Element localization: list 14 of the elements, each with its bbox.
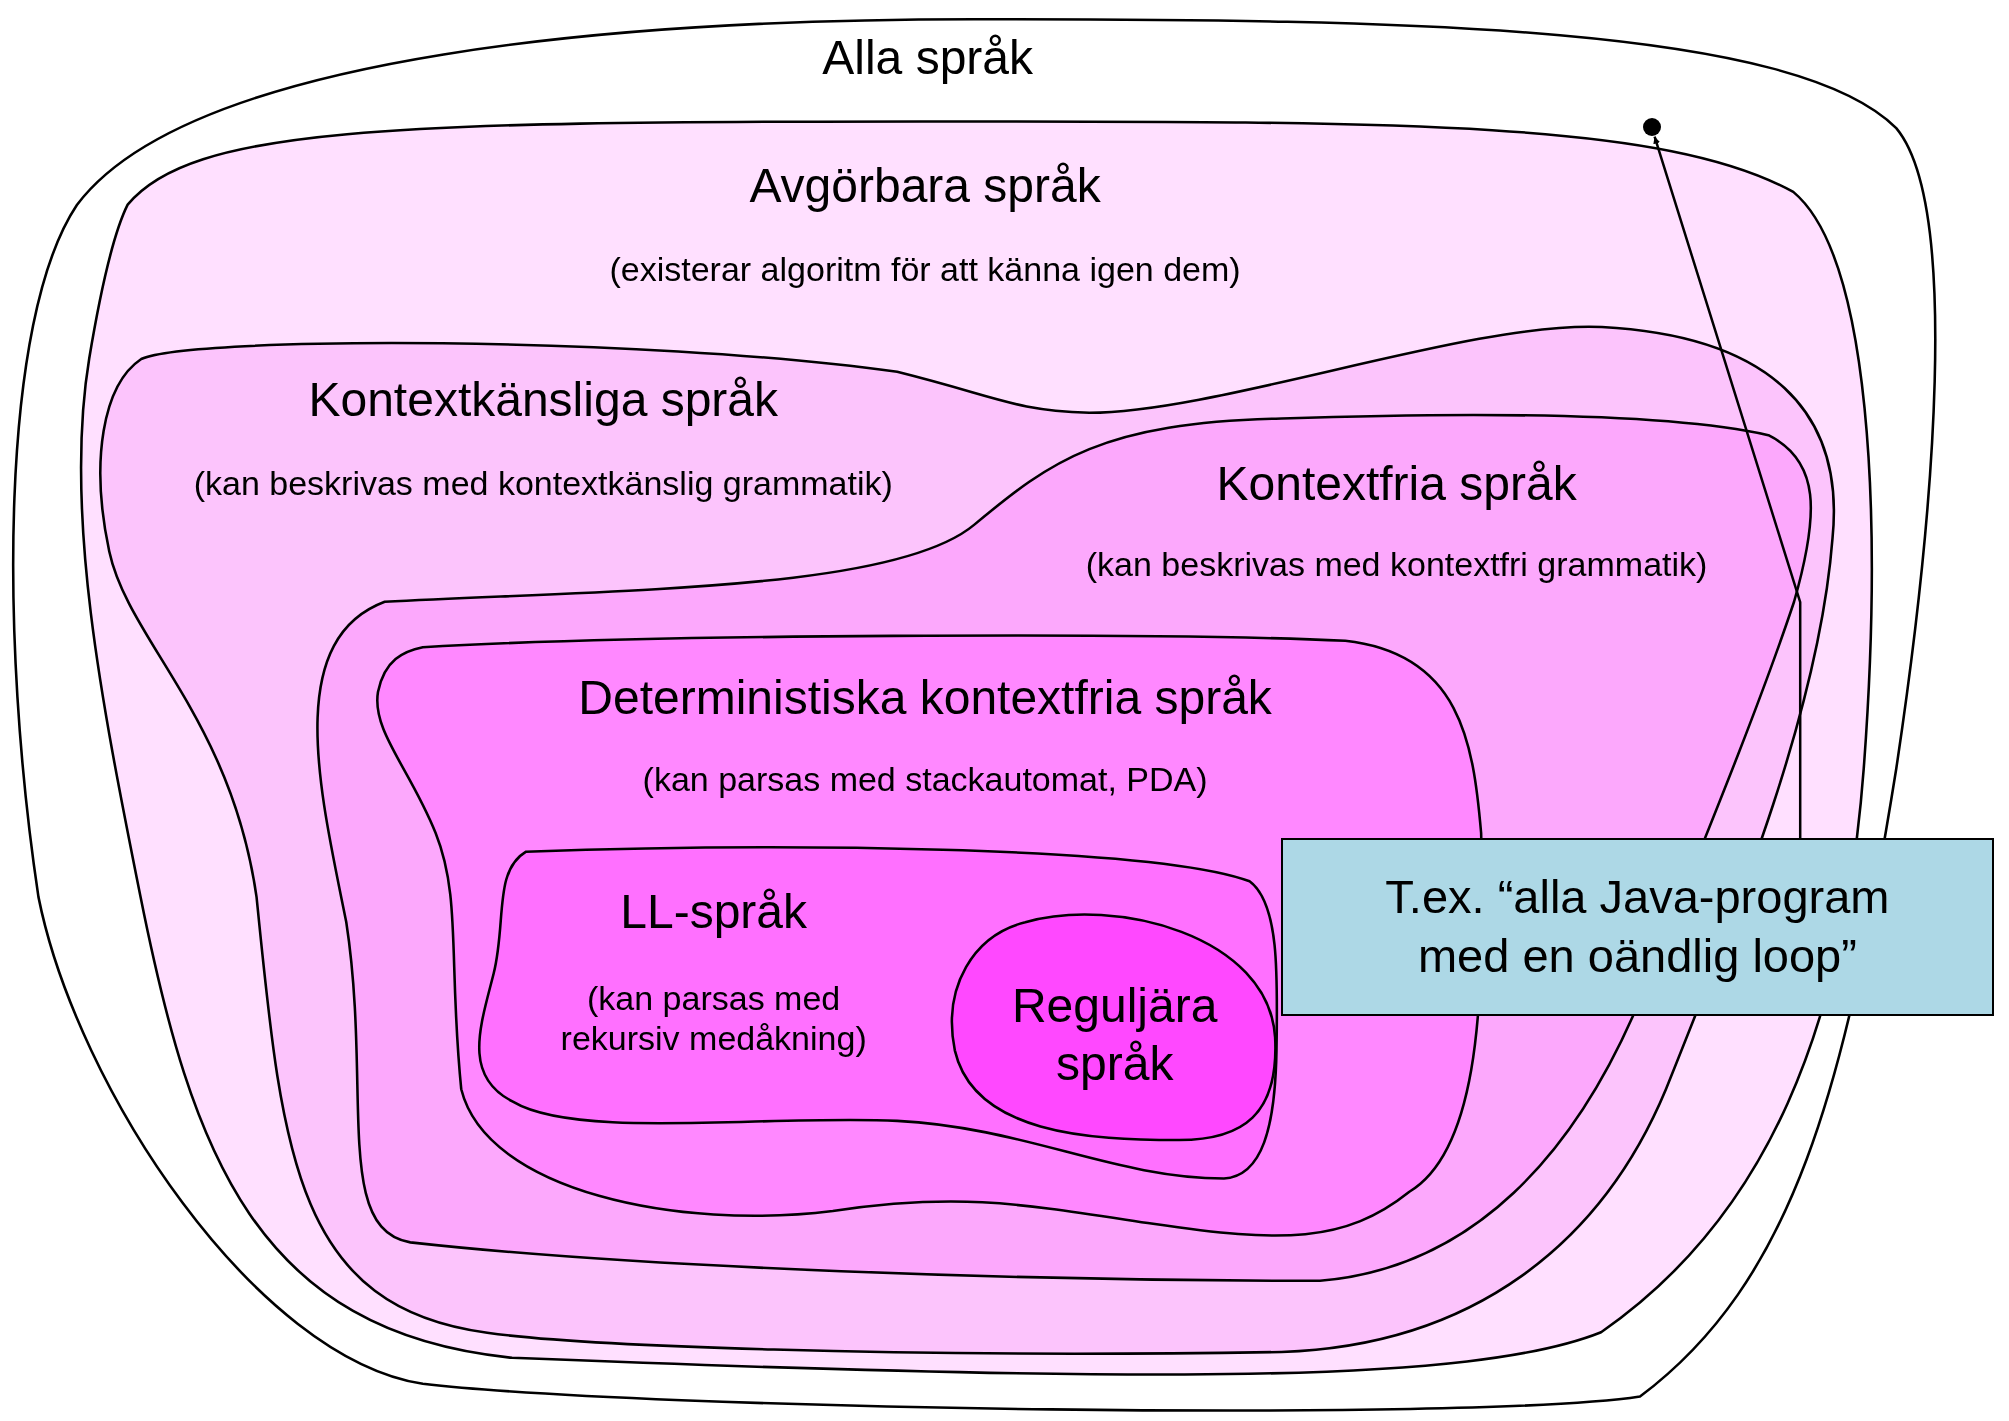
set-description: (kan parsas med rekursiv medåkning) [559,977,868,1060]
set-name: LL-språk [620,884,808,941]
set-description: (kan beskrivas med kontextkänslig grammatik) [193,462,893,504]
arrow [1653,136,1802,838]
set-description: (existerar algoritm för att känna igen dem) [609,248,1241,290]
set-name: Deterministiska kontextfria språk [578,670,1272,727]
set-name: Reguljära språk [1010,978,1219,1093]
set-name: Kontextfria språk [1216,456,1577,513]
example-callout: T.ex. “alla Java-program med en oändlig loop” [1281,837,1994,1017]
set-name: Avgörbara språk [749,158,1101,214]
set-name: Kontextkänsliga språk [308,371,779,428]
set-name: Alla språk [822,29,1033,86]
set-description: (kan beskrivas med kontextfri grammatik) [1085,543,1708,585]
set-description: (kan parsas med stackautomat, PDA) [642,758,1208,800]
